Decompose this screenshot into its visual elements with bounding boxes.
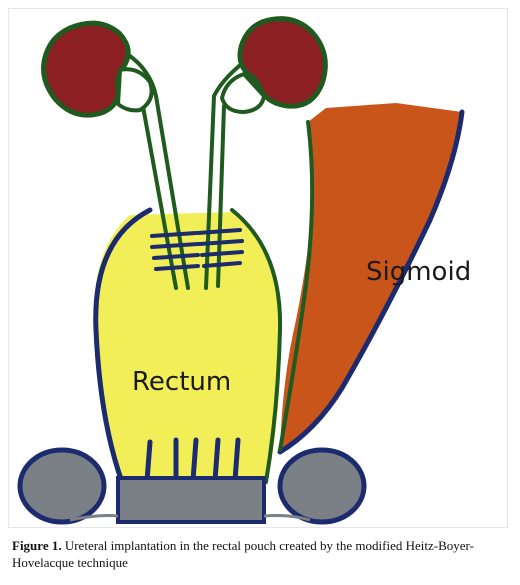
caption-figure-label: Figure 1.	[12, 538, 62, 553]
caption-text: Ureteral implantation in the rectal pouc…	[12, 538, 474, 570]
rectal-pouch	[93, 207, 283, 485]
perineal-base	[17, 447, 367, 525]
sigmoid-colon	[277, 103, 465, 455]
left-kidney	[41, 20, 154, 118]
sigmoid-label: Sigmoid	[366, 257, 471, 287]
right-kidney	[219, 16, 328, 115]
rectum-label: Rectum	[132, 367, 231, 397]
upper-implantation-sutures	[150, 228, 244, 271]
figure-caption: Figure 1. Ureteral implantation in the r…	[12, 537, 512, 571]
surgical-diagram: Sigmoid Rectum	[17, 16, 471, 525]
